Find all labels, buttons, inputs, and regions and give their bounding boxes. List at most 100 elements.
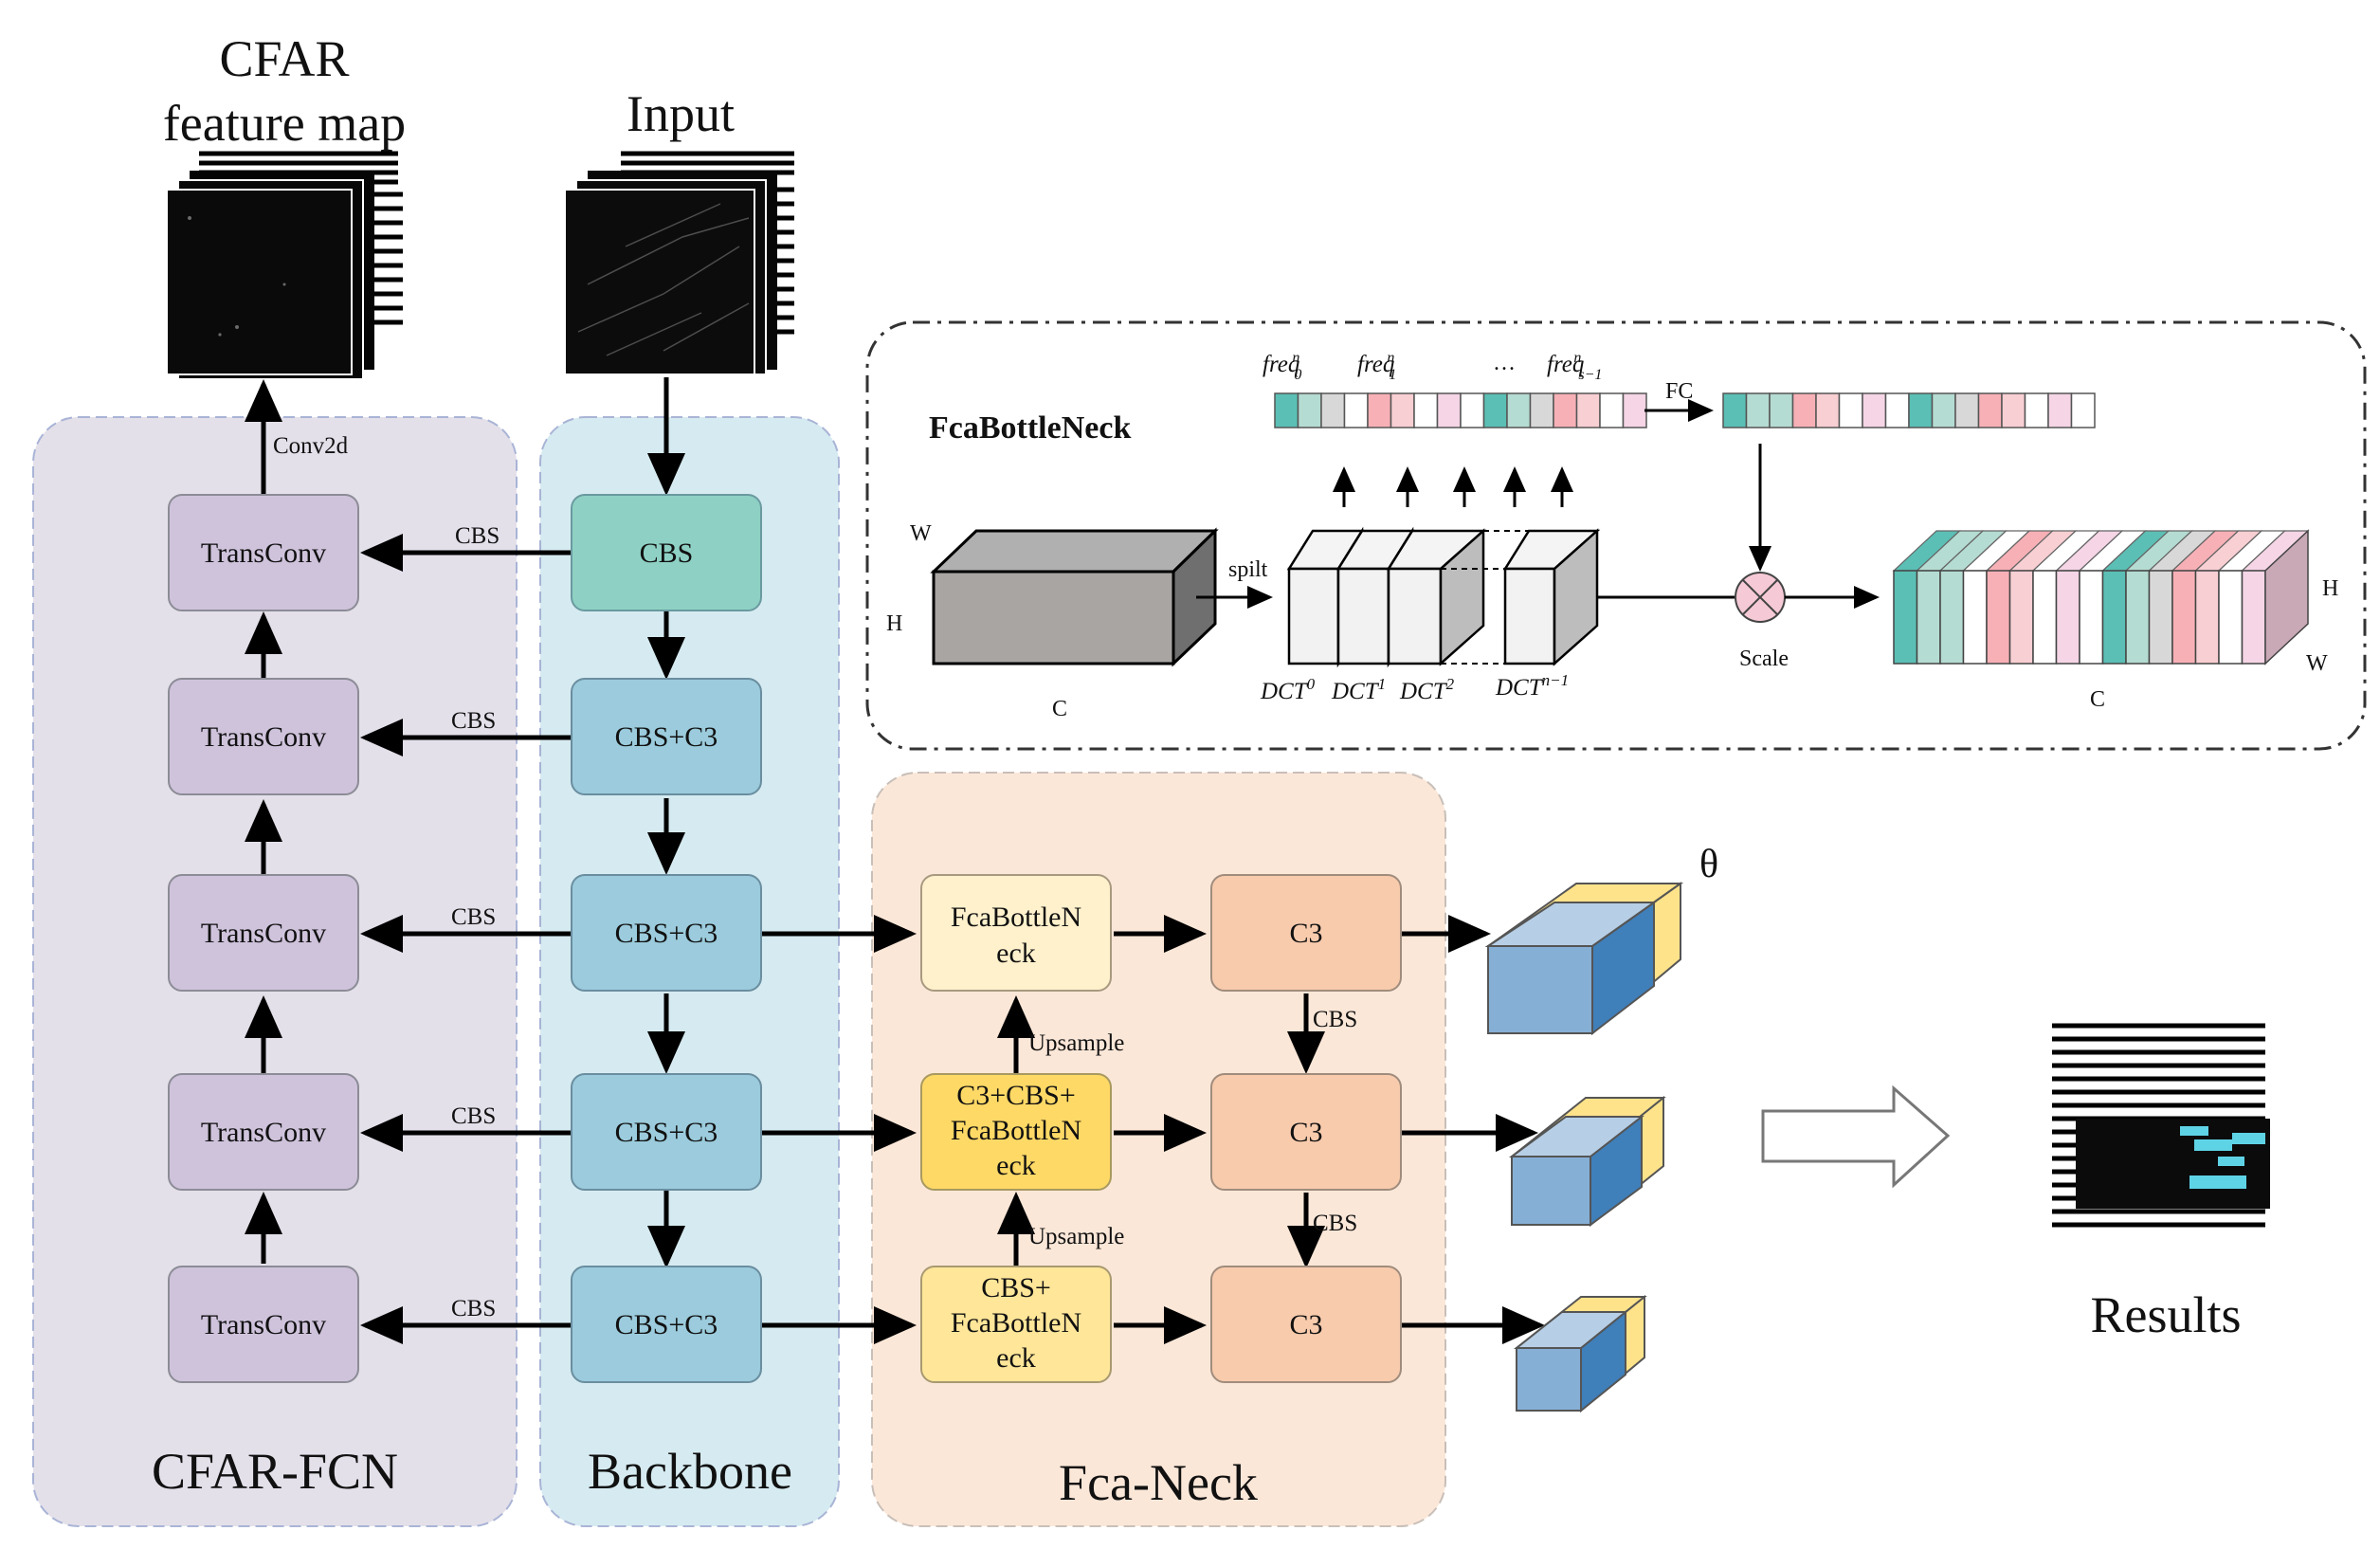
attention-strip-cell-4 [1791,392,1817,428]
frequency-strip-cell-10 [1482,392,1508,428]
input-title: Input [627,85,735,142]
attention-strip-cell-15 [2047,392,2073,428]
fca-output-stack-slice-13 [2171,570,2197,665]
neck-fca-node-2: C3+CBS+ FcaBottleN eck [920,1073,1112,1191]
dct0-label: DCT [1260,679,1309,704]
fca-h-label-left: H [886,611,902,636]
frequency-strip-cell-6 [1390,392,1415,428]
edge-label-cbs-3: CBS [451,904,496,930]
svg-text:freqs−1n: freqs−1n [1547,350,1602,383]
attention-strip-cell-12 [1977,392,2003,428]
cfar-fcn-panel-label: CFAR-FCN [152,1443,398,1500]
fca-output-stack-slice-15 [2218,570,2244,665]
freq0-label: freq [1263,352,1299,377]
backbone-node-2-label: CBS+C3 [615,721,718,753]
neck-fca-node-3-line2: FcaBottleN [951,1307,1081,1339]
edge-label-cbs-2: CBS [451,708,496,734]
fca-output-stack-slice-2 [1916,570,1941,665]
fcn-node-3: TransConv [168,874,359,992]
svg-text:freq1n: freq1n [1357,350,1396,383]
attention-strip-cell-13 [2001,392,2026,428]
neck-fca-node-2-line2: FcaBottleN [951,1115,1081,1146]
edge-label-cbs-neck-1: CBS [1313,1007,1357,1032]
freq0-sub: 0 [1294,367,1301,383]
edge-label-cbs-4: CBS [451,1103,496,1129]
fca-output-stack-slice-8 [2055,570,2080,665]
fca-output-stack-slice-5 [1986,570,2011,665]
dctn-label: DCT [1495,675,1544,701]
dct-dashes [1441,530,1529,665]
fca-c-label-right: C [2090,687,2105,712]
theta-label: θ [1699,843,1718,886]
frequency-strip-cell-9 [1460,392,1485,428]
edge-label-cbs-neck-2: CBS [1313,1211,1357,1236]
fca-c-label-left: C [1052,697,1067,721]
dct-blocks [1286,526,1601,668]
attention-strip-cell-3 [1769,392,1794,428]
output-cube-small [1514,1294,1647,1413]
fca-output-stack-slice-1 [1893,570,1918,665]
fca-h-label-right: H [2322,576,2338,601]
fca-output-stack-side [2264,529,2309,665]
attention-strip-cell-5 [1815,392,1841,428]
edge-label-cbs-5: CBS [451,1296,496,1321]
svg-text:DCT0: DCT0 [1260,675,1316,704]
results-image-stack [2052,1023,2270,1228]
backbone-node-3: CBS+C3 [571,874,762,992]
frequency-strip-cell-3 [1320,392,1346,428]
frequency-strip-cell-8 [1436,392,1462,428]
fca-output-stack-slice-16 [2241,570,2266,665]
frequency-strip-cell-16 [1622,392,1647,428]
freq1-label: freq [1357,352,1394,377]
backbone-node-4-label: CBS+C3 [615,1117,718,1148]
neck-c3-node-3: C3 [1210,1266,1402,1383]
neck-c3-node-1-label: C3 [1289,918,1322,949]
frequency-strip-cell-13 [1553,392,1578,428]
attention-strip-cell-7 [1862,392,1887,428]
fca-output-stack-slice-4 [1962,570,1988,665]
neck-c3-node-2-label: C3 [1289,1117,1322,1148]
neck-fca-node-2-line3: eck [996,1150,1036,1181]
frequency-strip-cell-7 [1413,392,1439,428]
fca-w-label-left: W [910,521,932,546]
backbone-node-3-label: CBS+C3 [615,918,718,949]
freqs-sup: n [1573,350,1581,366]
dct1-sup: 1 [1378,675,1387,693]
neck-fca-node-1: FcaBottleN eck [920,874,1112,992]
dct1-label: DCT [1331,679,1380,704]
freq1-sub: 1 [1389,367,1396,383]
fca-output-stack-slice-12 [2148,570,2173,665]
fc-label: FC [1665,379,1693,404]
cfar-map-title-line1: CFAR [219,30,349,87]
dct-labels: DCT0 DCT1 DCT2 DCTn−1 [1260,671,1569,704]
backbone-node-5: CBS+C3 [571,1266,762,1383]
fcn-node-4: TransConv [168,1073,359,1191]
attention-strip [1722,392,2096,428]
freq-labels: freq0n freq1n freqs−1n [1263,350,1602,383]
edge-label-upsample-1: Upsample [1028,1030,1124,1056]
neck-fca-node-3: CBS+ FcaBottleN eck [920,1266,1112,1383]
frequency-strip-cell-4 [1343,392,1369,428]
svg-text:DCT1: DCT1 [1331,675,1386,704]
neck-c3-node-2: C3 [1210,1073,1402,1191]
output-cube-medium [1508,1095,1666,1228]
fca-output-stack-slice-9 [2079,570,2104,665]
fca-output-stack-slice-3 [1939,570,1965,665]
fca-output-stack-slice-7 [2032,570,2058,665]
frequency-strip-cell-15 [1599,392,1625,428]
backbone-panel-label: Backbone [588,1443,792,1500]
edge-label-upsample-2: Upsample [1028,1224,1124,1249]
fca-neck-panel-label: Fca-Neck [1059,1454,1258,1511]
fcn-node-1: TransConv [168,494,359,611]
freq0-sup: n [1292,350,1299,366]
dct2-label: DCT [1399,679,1448,704]
spilt-label: spilt [1228,557,1268,582]
svg-text:DCTn−1: DCTn−1 [1495,671,1569,701]
fca-output-stack [1892,529,2310,665]
fcn-node-1-label: TransConv [201,538,326,569]
frequency-strip-cell-14 [1575,392,1601,428]
dctn-sup: n−1 [1542,671,1569,689]
attention-strip-cell-10 [1931,392,1956,428]
backbone-node-1-label: CBS [640,538,694,569]
